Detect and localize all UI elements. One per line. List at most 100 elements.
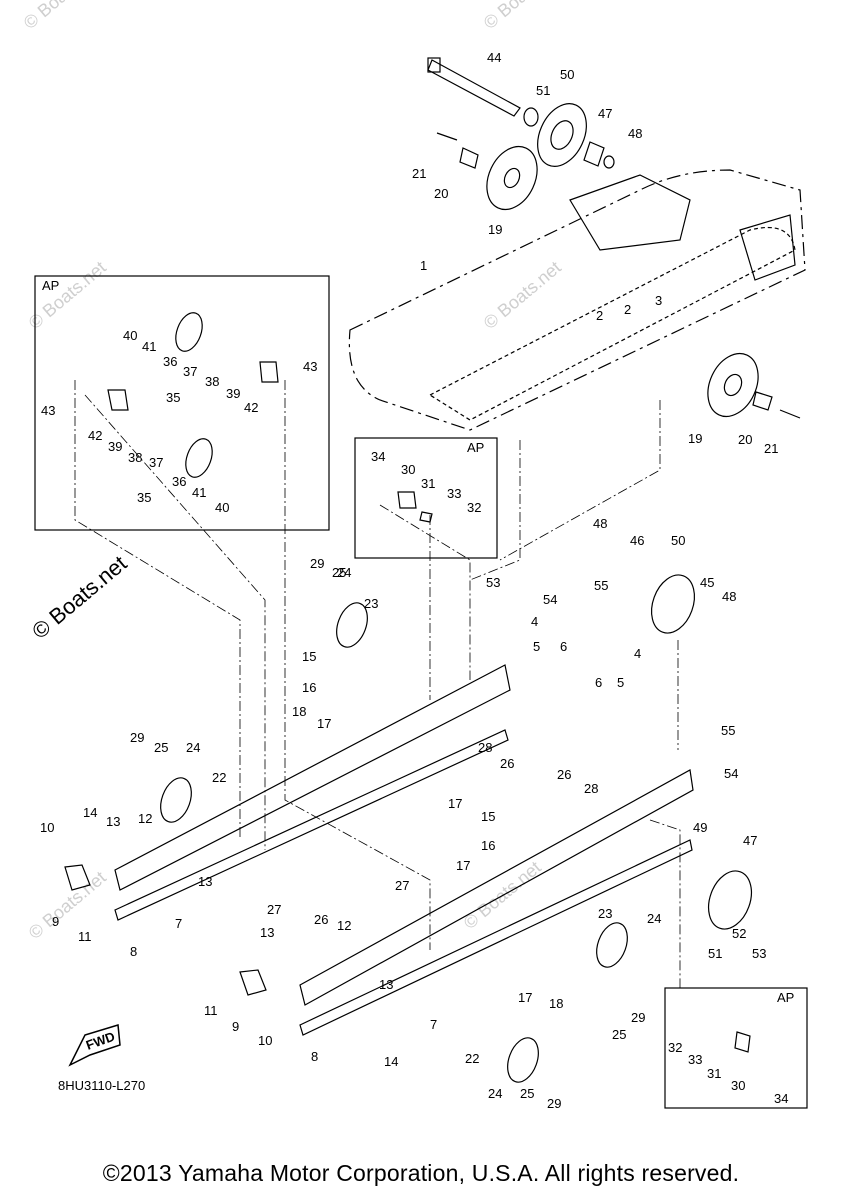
watermark: © Boats.net — [25, 257, 110, 333]
callout: 46 — [630, 533, 644, 548]
callout: 35 — [166, 390, 180, 405]
callout: 25 — [520, 1086, 534, 1101]
ap-box-left — [34, 275, 330, 531]
track-assembly — [348, 169, 806, 431]
callout: 36 — [163, 354, 177, 369]
callout: 9 — [232, 1019, 239, 1034]
callout: 24 — [337, 565, 351, 580]
callout: 29 — [310, 556, 324, 571]
callout: 4 — [531, 614, 538, 629]
callout: 32 — [467, 500, 481, 515]
callout: 33 — [447, 486, 461, 501]
callout: 27 — [267, 902, 281, 917]
fwd-arrow-icon: FWD — [68, 1024, 121, 1067]
callout: 19 — [688, 431, 702, 446]
callout: 34 — [774, 1091, 788, 1106]
callout: 6 — [560, 639, 567, 654]
callout: 15 — [302, 649, 316, 664]
callout: 23 — [598, 906, 612, 921]
callout: 29 — [547, 1096, 561, 1111]
callout: 17 — [317, 716, 331, 731]
callout: 26 — [500, 756, 514, 771]
callout: 55 — [721, 723, 735, 738]
callout: 24 — [647, 911, 661, 926]
callout: 47 — [598, 106, 612, 121]
callout: 20 — [434, 186, 448, 201]
callout: 20 — [738, 432, 752, 447]
upper-idler-group — [427, 57, 615, 211]
callout: 29 — [631, 1010, 645, 1025]
diagram-code: 8HU3110-L270 — [58, 1078, 145, 1093]
callout: 12 — [337, 918, 351, 933]
callout: 41 — [142, 339, 156, 354]
copyright-footer: ©2013 Yamaha Motor Corporation, U.S.A. A… — [102, 1160, 740, 1186]
callout: 19 — [488, 222, 502, 237]
callout: 41 — [192, 485, 206, 500]
callout: 11 — [78, 929, 92, 944]
callout: 9 — [52, 914, 59, 929]
rear-idler-group — [707, 352, 801, 419]
callout: 39 — [226, 386, 240, 401]
callout: 54 — [543, 592, 557, 607]
callout: 34 — [371, 449, 385, 464]
callout: 2 — [596, 308, 603, 323]
callout: 24 — [488, 1086, 502, 1101]
callout: 53 — [486, 575, 500, 590]
callout: 53 — [752, 946, 766, 961]
callout: 45 — [700, 575, 714, 590]
watermark-main: © Boats.net — [27, 551, 131, 644]
watermark: © Boats.net — [480, 0, 565, 33]
callout: 22 — [212, 770, 226, 785]
ap-label: AP — [467, 440, 484, 455]
callout: 38 — [128, 450, 142, 465]
callout: 48 — [593, 516, 607, 531]
callout: 48 — [628, 126, 642, 141]
callout: 18 — [292, 704, 306, 719]
callout: 39 — [108, 439, 122, 454]
callout: 51 — [536, 83, 550, 98]
callout: 47 — [743, 833, 757, 848]
callout: 17 — [448, 796, 462, 811]
callout: 13 — [379, 977, 393, 992]
callout: 33 — [688, 1052, 702, 1067]
ap-label: AP — [777, 990, 794, 1005]
callout: 17 — [518, 990, 532, 1005]
leader-lines — [74, 380, 681, 990]
callout: 52 — [732, 926, 746, 941]
callout: 25 — [154, 740, 168, 755]
callout: 7 — [430, 1017, 437, 1032]
callout: 50 — [560, 67, 574, 82]
callout: 31 — [421, 476, 435, 491]
callout: 16 — [481, 838, 495, 853]
callout: 31 — [707, 1066, 721, 1081]
callout: 7 — [175, 916, 182, 931]
callout: 8 — [311, 1049, 318, 1064]
callout: 12 — [138, 811, 152, 826]
callout: 6 — [595, 675, 602, 690]
callout: 49 — [693, 820, 707, 835]
callout: 40 — [215, 500, 229, 515]
callout: 15 — [481, 809, 495, 824]
callout: 32 — [668, 1040, 682, 1055]
callout: 26 — [314, 912, 328, 927]
callout: 27 — [395, 878, 409, 893]
callout: 51 — [708, 946, 722, 961]
callout: 13 — [106, 814, 120, 829]
callout: 36 — [172, 474, 186, 489]
callout: 26 — [557, 767, 571, 782]
callout: 43 — [41, 403, 55, 418]
callout: 5 — [617, 675, 624, 690]
callout: 10 — [258, 1033, 272, 1048]
callout: 25 — [332, 565, 346, 580]
callout: 38 — [205, 374, 219, 389]
callout: 17 — [456, 858, 470, 873]
callout: 37 — [149, 455, 163, 470]
callout: 3 — [655, 293, 662, 308]
callout: 54 — [724, 766, 738, 781]
callout: 13 — [198, 874, 212, 889]
callout: 44 — [487, 50, 501, 65]
callout: 1 — [420, 258, 427, 273]
callout: 28 — [478, 740, 492, 755]
callout: 30 — [731, 1078, 745, 1093]
